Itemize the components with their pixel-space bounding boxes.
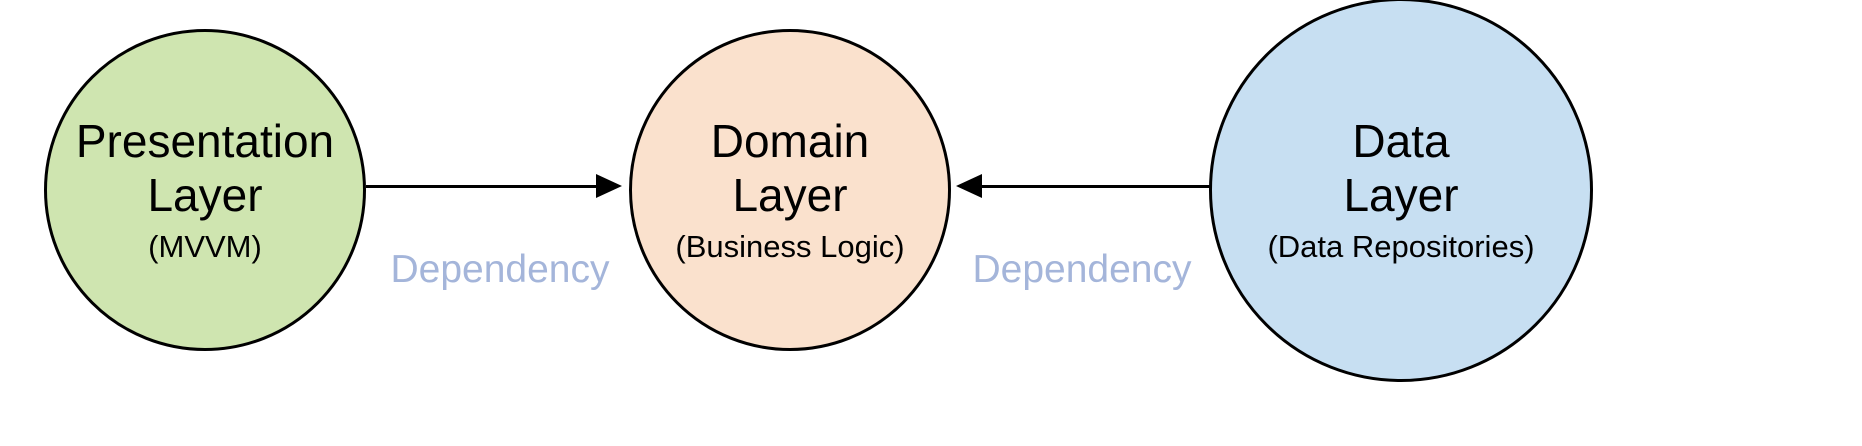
node-data-layer[interactable]: Data Layer (Data Repositories) bbox=[1209, 0, 1593, 382]
edge-presentation-to-domain-label: Dependency bbox=[390, 248, 610, 291]
edge-data-to-domain-label: Dependency bbox=[972, 248, 1192, 291]
node-data-layer-subtitle: (Data Repositories) bbox=[1267, 229, 1535, 264]
node-presentation-layer-subtitle: (MVVM) bbox=[148, 229, 262, 264]
node-data-layer-title: Data Layer bbox=[1343, 115, 1459, 221]
edge-data-to-domain-line bbox=[982, 185, 1210, 188]
node-domain-layer[interactable]: Domain Layer (Business Logic) bbox=[629, 29, 951, 351]
edge-data-to-domain-arrowhead bbox=[956, 174, 982, 198]
edge-presentation-to-domain-line bbox=[366, 185, 598, 188]
node-presentation-layer[interactable]: Presentation Layer (MVVM) bbox=[44, 29, 366, 351]
edge-presentation-to-domain-arrowhead bbox=[596, 174, 622, 198]
node-domain-layer-title: Domain Layer bbox=[710, 115, 870, 221]
node-presentation-layer-title: Presentation Layer bbox=[75, 115, 335, 221]
node-domain-layer-subtitle: (Business Logic) bbox=[675, 229, 905, 264]
